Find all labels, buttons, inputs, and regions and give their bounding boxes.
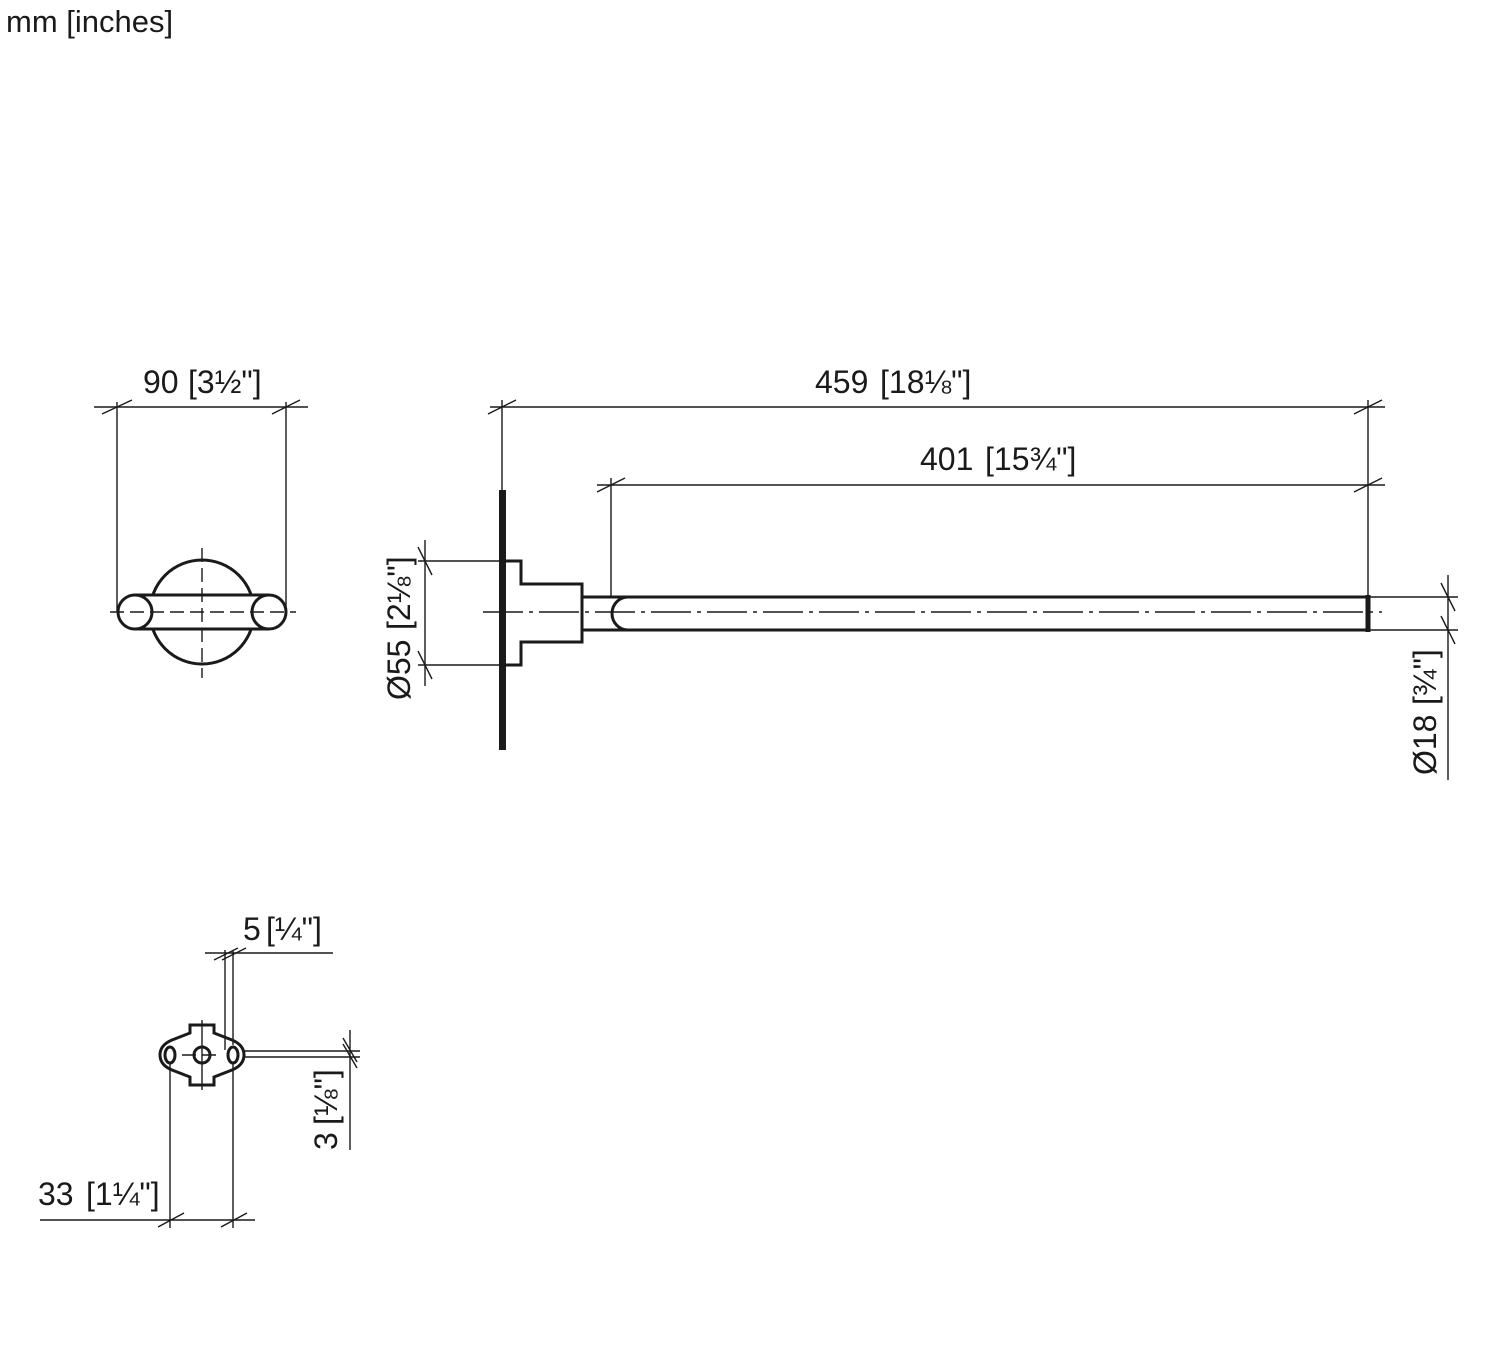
arm-profile	[582, 595, 1370, 632]
front-view: 90 [3½"]	[94, 364, 308, 678]
dim-459-inches: [18⅛"]	[880, 364, 971, 400]
dim-3-inches: [⅛"]	[308, 1069, 344, 1125]
dim-459-mm: 459	[815, 364, 868, 400]
dim-401-inches: [15¾"]	[985, 441, 1076, 477]
wall-plate	[499, 490, 506, 750]
dim-33-inches: [1¼"]	[86, 1176, 160, 1212]
side-view: 459 [18⅛"] 401 [15¾"] Ø55 [2⅛"] Ø18 [¾"]	[381, 364, 1458, 780]
units-label: mm [inches]	[6, 4, 174, 39]
rosette-profile	[506, 559, 584, 667]
dim-5-inches: [¼"]	[266, 911, 322, 947]
dim-33-mm: 33	[38, 1176, 74, 1212]
dim-401-mm: 401	[920, 441, 973, 477]
dim-55-mm: Ø55	[381, 640, 417, 700]
dim-3-mm: 3	[308, 1132, 344, 1150]
dim-55-inches: [2⅛"]	[381, 556, 417, 630]
dim-5-mm: 5	[243, 911, 261, 947]
dim-90-inches: [3½"]	[188, 364, 262, 400]
bracket-view: 5 [¼"] 3 [⅛"] 33 [1¼"]	[38, 911, 360, 1228]
mounting-bracket	[158, 1023, 246, 1087]
dim-18-mm: Ø18	[1407, 715, 1443, 775]
dim-18-inches: [¾"]	[1407, 649, 1443, 705]
dim-90-mm: 90	[143, 364, 179, 400]
